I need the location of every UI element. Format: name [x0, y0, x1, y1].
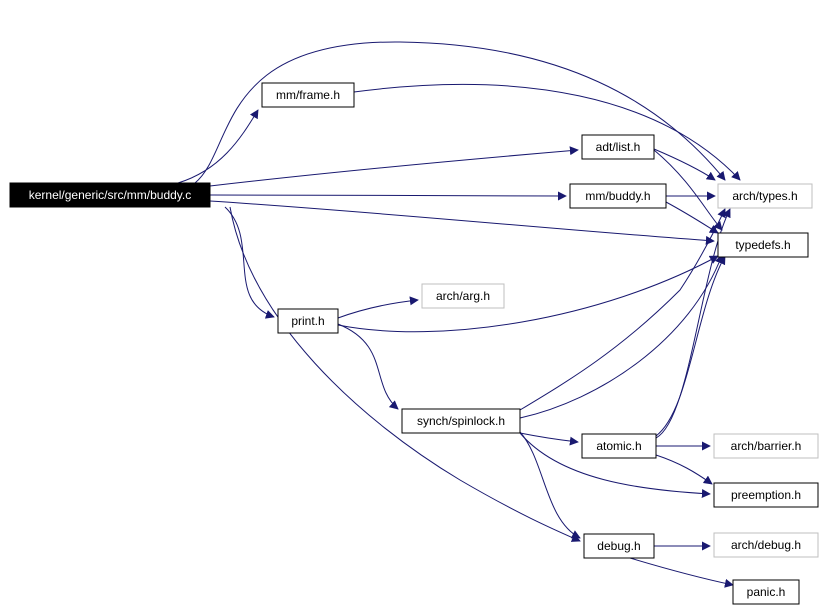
node-box-debug	[583, 533, 655, 559]
edge-spinlock-to-atomic	[519, 432, 579, 446]
node-box-arg	[421, 283, 505, 309]
edge-spinlock-to-debug	[519, 431, 581, 539]
node-box-spinlock	[401, 408, 521, 434]
nodes-layer: kernel/generic/src/mm/buddy.c mm/frame.h a…	[9, 82, 819, 605]
node-archdebug: arch/debug.h	[713, 532, 819, 558]
node-label-print: print.h	[291, 314, 324, 328]
edge-mmbuddy-to-typedefs	[665, 201, 719, 234]
node-box-typedefs	[717, 232, 809, 258]
node-box-types	[717, 183, 813, 209]
node-label-types: arch/types.h	[732, 189, 797, 203]
edge-print-to-arg	[337, 296, 419, 319]
edge-root-to-frame	[177, 109, 259, 184]
node-label-spinlock: synch/spinlock.h	[417, 414, 505, 428]
edge-atomic-to-typedefs	[655, 255, 726, 437]
node-box-preemption	[713, 482, 819, 508]
edge-root-to-mmbuddy	[209, 191, 567, 201]
node-label-archdebug: arch/debug.h	[731, 538, 801, 552]
edge-root-to-list	[209, 146, 579, 187]
node-types: arch/types.h	[717, 183, 813, 209]
edge-list-to-types	[653, 148, 716, 181]
node-box-list	[581, 134, 655, 160]
edge-spinlock-to-preemption	[519, 432, 711, 499]
node-barrier: arch/barrier.h	[713, 433, 819, 459]
edge-print-to-typedefs	[337, 255, 719, 333]
node-box-frame	[261, 82, 355, 108]
node-box-archdebug	[713, 532, 819, 558]
node-debug[interactable]: debug.h	[583, 533, 655, 559]
node-label-root: kernel/generic/src/mm/buddy.c	[29, 188, 192, 202]
node-label-mmbuddy: mm/buddy.h	[585, 189, 650, 203]
node-box-root	[9, 182, 211, 208]
node-label-preemption: preemption.h	[731, 488, 801, 502]
node-panic[interactable]: panic.h	[732, 579, 800, 605]
edge-spinlock-to-typedefs	[519, 254, 724, 419]
node-label-atomic: atomic.h	[596, 439, 641, 453]
edge-list-to-typedefs	[653, 149, 723, 231]
node-box-mmbuddy	[569, 183, 667, 209]
edge-root-to-debug	[229, 206, 581, 542]
node-box-atomic	[581, 433, 657, 459]
node-typedefs[interactable]: typedefs.h	[717, 232, 809, 258]
edge-print-to-spinlock	[337, 323, 399, 410]
node-label-debug: debug.h	[597, 539, 640, 553]
node-print[interactable]: print.h	[277, 308, 339, 334]
node-label-panic: panic.h	[747, 585, 786, 599]
node-spinlock[interactable]: synch/spinlock.h	[401, 408, 521, 434]
node-box-print	[277, 308, 339, 334]
node-mmbuddy[interactable]: mm/buddy.h	[569, 183, 667, 209]
edge-atomic-to-preemption	[655, 454, 713, 485]
edge-debug-to-panic	[629, 557, 734, 588]
edge-root-to-typedefs	[209, 200, 715, 245]
node-list[interactable]: adt/list.h	[581, 134, 655, 160]
node-label-list: adt/list.h	[596, 140, 641, 154]
node-frame[interactable]: mm/frame.h	[261, 82, 355, 108]
node-label-frame: mm/frame.h	[276, 88, 340, 102]
node-box-panic	[732, 579, 800, 605]
node-arg: arch/arg.h	[421, 283, 505, 309]
node-atomic[interactable]: atomic.h	[581, 433, 657, 459]
edge-root-to-print	[224, 206, 275, 319]
edges-layer	[177, 41, 741, 588]
node-preemption[interactable]: preemption.h	[713, 482, 819, 508]
edge-root-to-types	[194, 41, 726, 184]
edge-frame-to-types	[353, 83, 741, 181]
node-root[interactable]: kernel/generic/src/mm/buddy.c	[9, 182, 211, 208]
node-label-arg: arch/arg.h	[436, 289, 490, 303]
edge-spinlock-to-types	[519, 208, 726, 411]
node-label-typedefs: typedefs.h	[735, 238, 790, 252]
node-label-barrier: arch/barrier.h	[731, 439, 802, 453]
node-box-barrier	[713, 433, 819, 459]
